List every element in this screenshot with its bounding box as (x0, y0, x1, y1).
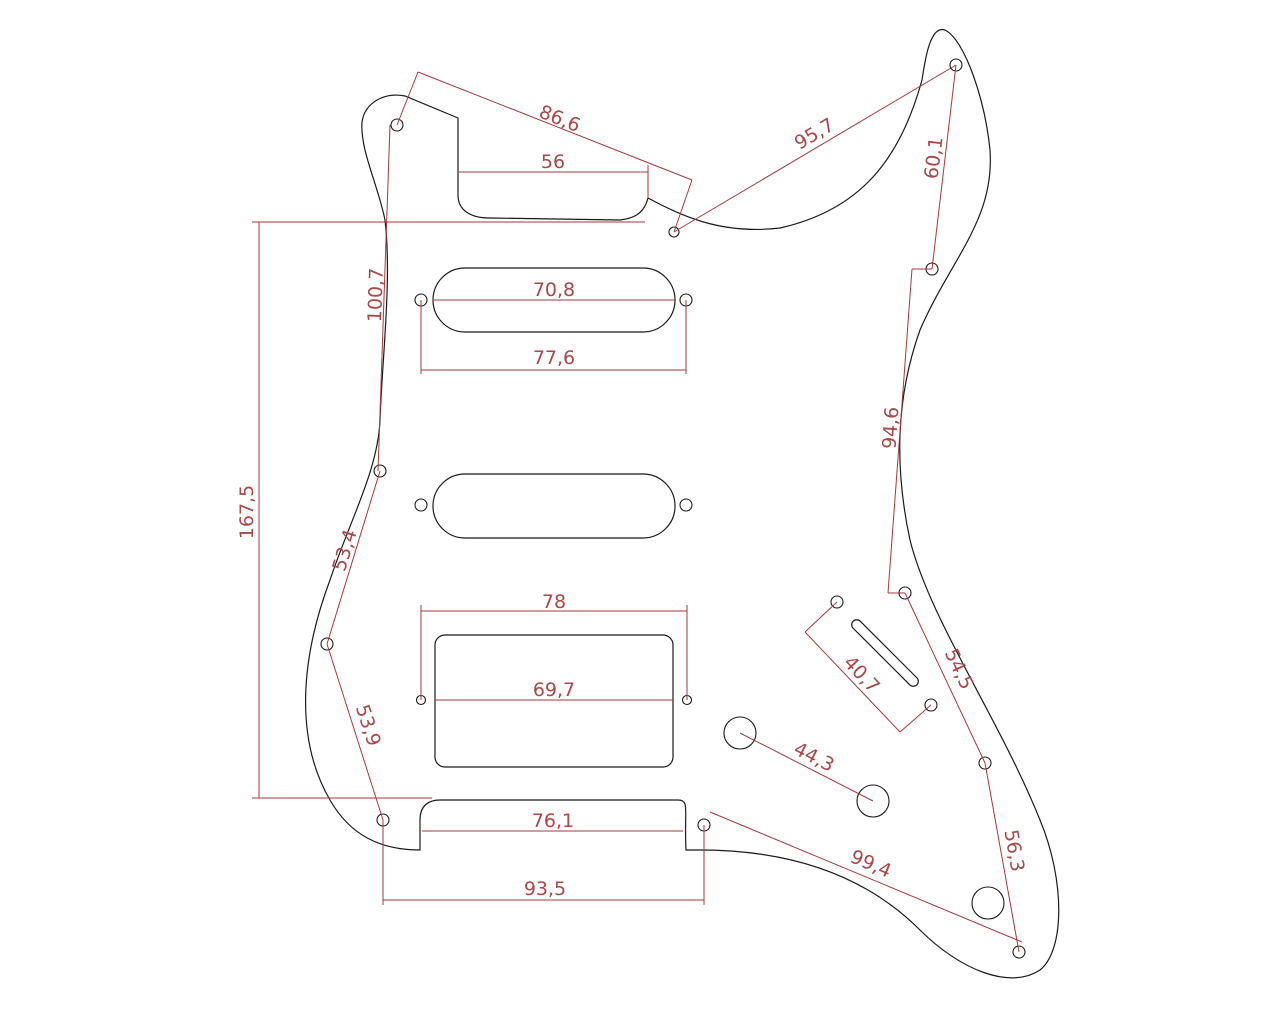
dim-label-86-6: 86,6 (536, 101, 583, 137)
dim-label-100-7: 100,7 (364, 267, 388, 322)
dim-label-78: 78 (542, 591, 566, 613)
dim-label-93-5: 93,5 (524, 878, 566, 900)
dim-label-53-4: 53,4 (328, 527, 361, 574)
dim-label-56: 56 (541, 151, 565, 173)
dimension-lines (252, 64, 1023, 953)
dim-label-76-1: 76,1 (532, 810, 574, 832)
middle-pickup-cutout (414, 473, 693, 539)
dim-label-99-4: 99,4 (847, 846, 895, 883)
switch-slot (851, 619, 919, 687)
screw-holes (320, 58, 1026, 959)
pickguard-outline (305, 29, 1060, 979)
dim-label-69-7: 69,7 (533, 679, 575, 701)
dim-label-70-8: 70,8 (533, 279, 575, 301)
dim-label-94-6: 94,6 (879, 406, 904, 450)
dim-label-77-6: 77,6 (533, 347, 575, 369)
dim-label-53-9: 53,9 (351, 702, 385, 749)
dimension-labels: 86,6 56 95,7 60,1 100,7 70,8 77,6 167,5 … (236, 101, 1028, 900)
dim-label-54-5: 54,5 (940, 645, 978, 693)
humbucker-cutout (415, 634, 693, 768)
pot-hole (971, 886, 1005, 920)
dim-label-167-5: 167,5 (236, 485, 258, 539)
dim-label-60-1: 60,1 (921, 136, 948, 181)
